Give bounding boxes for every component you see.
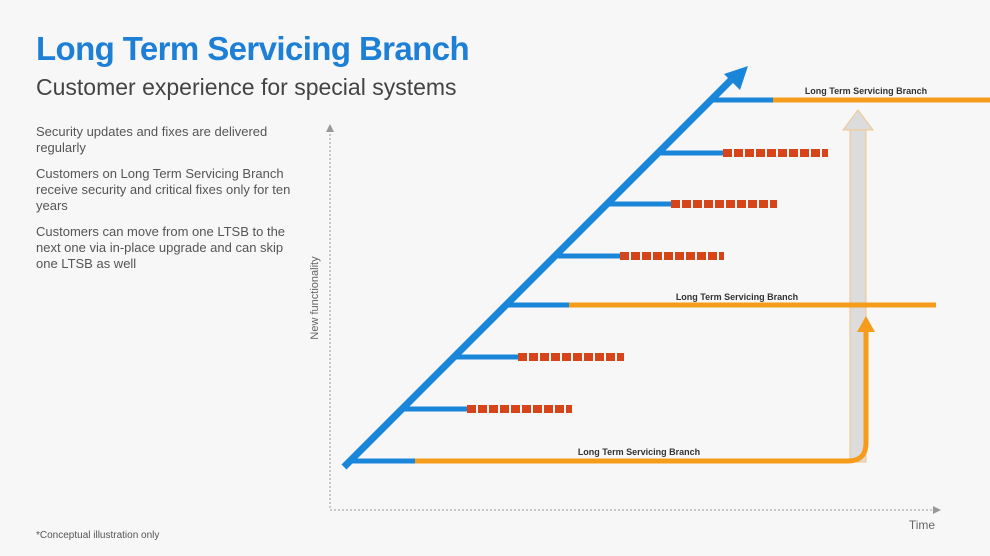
ltsb-label-middle: Long Term Servicing Branch bbox=[676, 292, 798, 302]
update-segments bbox=[467, 149, 828, 413]
trunk-line bbox=[341, 72, 739, 470]
skip-arrow bbox=[842, 109, 874, 463]
footnote: *Conceptual illustration only bbox=[36, 530, 160, 541]
slide-title: Long Term Servicing Branch bbox=[36, 30, 470, 67]
x-axis-label: Time bbox=[909, 518, 936, 532]
upgrade-arrow-line bbox=[415, 330, 869, 464]
bullet-item: Customers can move from one LTSB to the … bbox=[36, 224, 286, 271]
branch-stubs bbox=[352, 97, 773, 464]
ltsb-label-bottom: Long Term Servicing Branch bbox=[578, 447, 700, 457]
trunk-arrowhead bbox=[724, 66, 748, 90]
upgrade-arrow bbox=[415, 316, 875, 464]
bullet-item: Customers on Long Term Servicing Branch … bbox=[36, 166, 291, 213]
ltsb-label-top: Long Term Servicing Branch bbox=[805, 86, 927, 96]
slide-subtitle: Customer experience for special systems bbox=[36, 74, 457, 100]
axes: New functionality Time bbox=[309, 124, 941, 532]
upgrade-arrow-head bbox=[857, 316, 875, 332]
bullet-list: Security updates and fixes are delivered… bbox=[36, 124, 298, 282]
ltsb-lines bbox=[569, 97, 990, 308]
main-trunk bbox=[341, 66, 748, 470]
bullet-item: Security updates and fixes are delivered… bbox=[36, 124, 268, 155]
y-axis-label: New functionality bbox=[309, 256, 321, 340]
y-axis-arrowhead bbox=[326, 124, 334, 132]
skip-arrow-head bbox=[842, 109, 874, 131]
x-axis-arrowhead bbox=[933, 506, 941, 514]
